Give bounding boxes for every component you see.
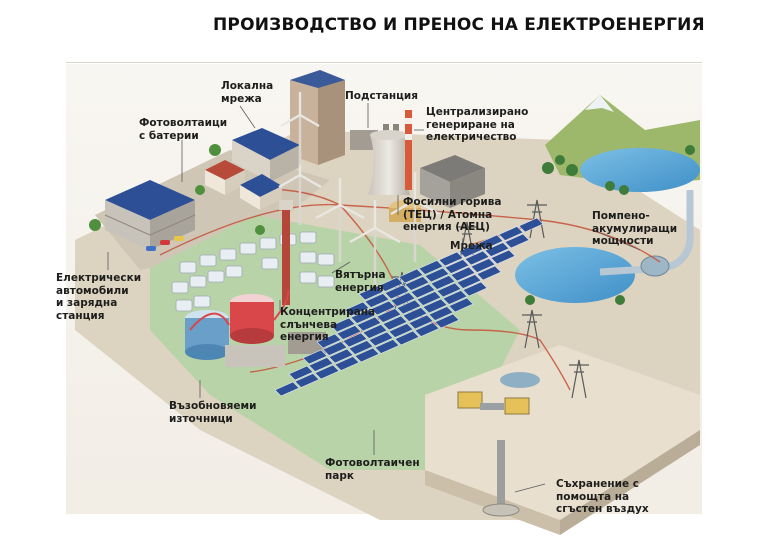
solar-panel <box>394 330 420 346</box>
solar-panel <box>484 242 510 257</box>
solar-panel <box>388 323 414 338</box>
solar-panel <box>334 356 360 371</box>
solar-panel <box>498 226 524 241</box>
solar-panel <box>390 292 416 307</box>
solar-panel <box>436 282 462 298</box>
solar-panel <box>336 325 362 340</box>
air-shaft <box>497 440 505 510</box>
solar-panel <box>428 306 454 321</box>
solar-panel <box>348 340 374 355</box>
storage-block <box>425 345 700 520</box>
solar-panel <box>274 381 300 397</box>
solar-panel <box>364 293 390 308</box>
solar-panel <box>434 313 460 329</box>
label-pv-batteries: Фотоволтаици с батерии <box>139 117 228 142</box>
solar-panel <box>402 307 428 322</box>
tree-icon <box>89 144 265 235</box>
solar-panel <box>356 316 382 332</box>
solar-panel <box>358 285 384 301</box>
solar-panel <box>422 298 448 314</box>
label-compressed-air: Съхранение с помощта на сгъстен въздух <box>556 478 649 515</box>
solar-panel <box>350 309 376 324</box>
solar-panel-icon <box>274 217 544 397</box>
solar-panel <box>442 290 468 305</box>
solar-panel <box>384 284 410 300</box>
cooling-tower-icon <box>368 110 412 195</box>
solar-panel <box>344 301 370 317</box>
solar-panel <box>476 265 502 281</box>
solar-panel <box>342 332 368 348</box>
solar-panel <box>470 258 496 273</box>
upper-reservoir <box>580 148 700 192</box>
solar-panel <box>330 317 356 333</box>
solar-panel <box>316 333 342 349</box>
storage-tank-icon <box>185 294 326 367</box>
solar-panel <box>354 347 380 363</box>
solar-panel <box>418 260 444 275</box>
solar-panel <box>288 365 314 381</box>
solar-panel <box>464 250 490 266</box>
solar-panel <box>490 249 516 265</box>
solar-panel <box>378 277 404 292</box>
solar-panel <box>328 348 354 364</box>
solar-panel <box>458 243 484 258</box>
solar-panel <box>478 234 504 250</box>
label-fossil-nuclear: Фосилни горива (ТЕЦ) / Атомна енергия (А… <box>403 196 502 233</box>
lower-reservoir <box>515 247 635 303</box>
solar-panel <box>362 324 388 339</box>
solar-panel <box>396 299 422 315</box>
solar-panel <box>504 233 530 249</box>
solar-panel <box>430 275 456 290</box>
tree-icon <box>525 145 695 305</box>
solar-panel <box>450 266 476 282</box>
label-substation: Подстанция <box>345 90 419 102</box>
solar-panel <box>322 341 348 356</box>
solar-panel <box>368 331 394 347</box>
solar-panel <box>462 281 488 297</box>
csp-tower <box>282 205 290 305</box>
leader-lines <box>107 103 641 493</box>
solar-panel <box>410 283 436 299</box>
title-divider <box>66 62 702 63</box>
car-icon <box>146 236 184 251</box>
solar-panel <box>438 251 464 267</box>
label-local-grid: Локална мрежа <box>221 80 274 105</box>
label-pumped-storage: Помпено- акумулиращи мощности <box>592 210 678 247</box>
solar-panel <box>408 314 434 330</box>
solar-panel <box>370 300 396 316</box>
solar-panel <box>294 373 320 388</box>
solar-panel <box>308 357 334 372</box>
solar-panel <box>448 297 474 313</box>
compressed-air-equipment <box>457 372 540 415</box>
label-renewables: Възобновяеми източници <box>169 400 257 425</box>
solar-panel <box>444 259 470 274</box>
solar-panel <box>416 291 442 306</box>
wind-turbine-icon <box>278 92 440 290</box>
solar-panel <box>302 349 328 365</box>
solar-panel <box>518 217 544 233</box>
label-ev-charging: Електрически автомобили и зарядна станци… <box>56 272 142 322</box>
turbine-hall <box>640 255 670 277</box>
label-grid: Мрежа <box>450 240 493 252</box>
solar-panel <box>376 308 402 323</box>
solar-panel <box>456 274 482 289</box>
label-centralized: Централизирано генериране на електричест… <box>426 106 529 143</box>
heat-pipes <box>189 289 290 331</box>
solar-panel <box>424 267 450 283</box>
label-csp: Концентрирана слънчева енергия <box>280 306 376 343</box>
solar-panel <box>404 276 430 291</box>
solar-panel <box>382 315 408 331</box>
heliostat-icon <box>171 231 335 312</box>
label-pv-park: Фотоволтаичен парк <box>325 457 420 482</box>
solar-panel <box>398 268 424 284</box>
label-wind: Вятърна енергия <box>335 269 386 294</box>
solar-panel <box>414 322 440 337</box>
solar-panel <box>314 364 340 380</box>
solar-panel <box>374 339 400 354</box>
local-grid-buildings <box>104 70 345 250</box>
infographic-title: ПРОИЗВОДСТВО И ПРЕНОС НА ЕЛЕКТРОЕНЕРГИЯ <box>213 15 705 35</box>
